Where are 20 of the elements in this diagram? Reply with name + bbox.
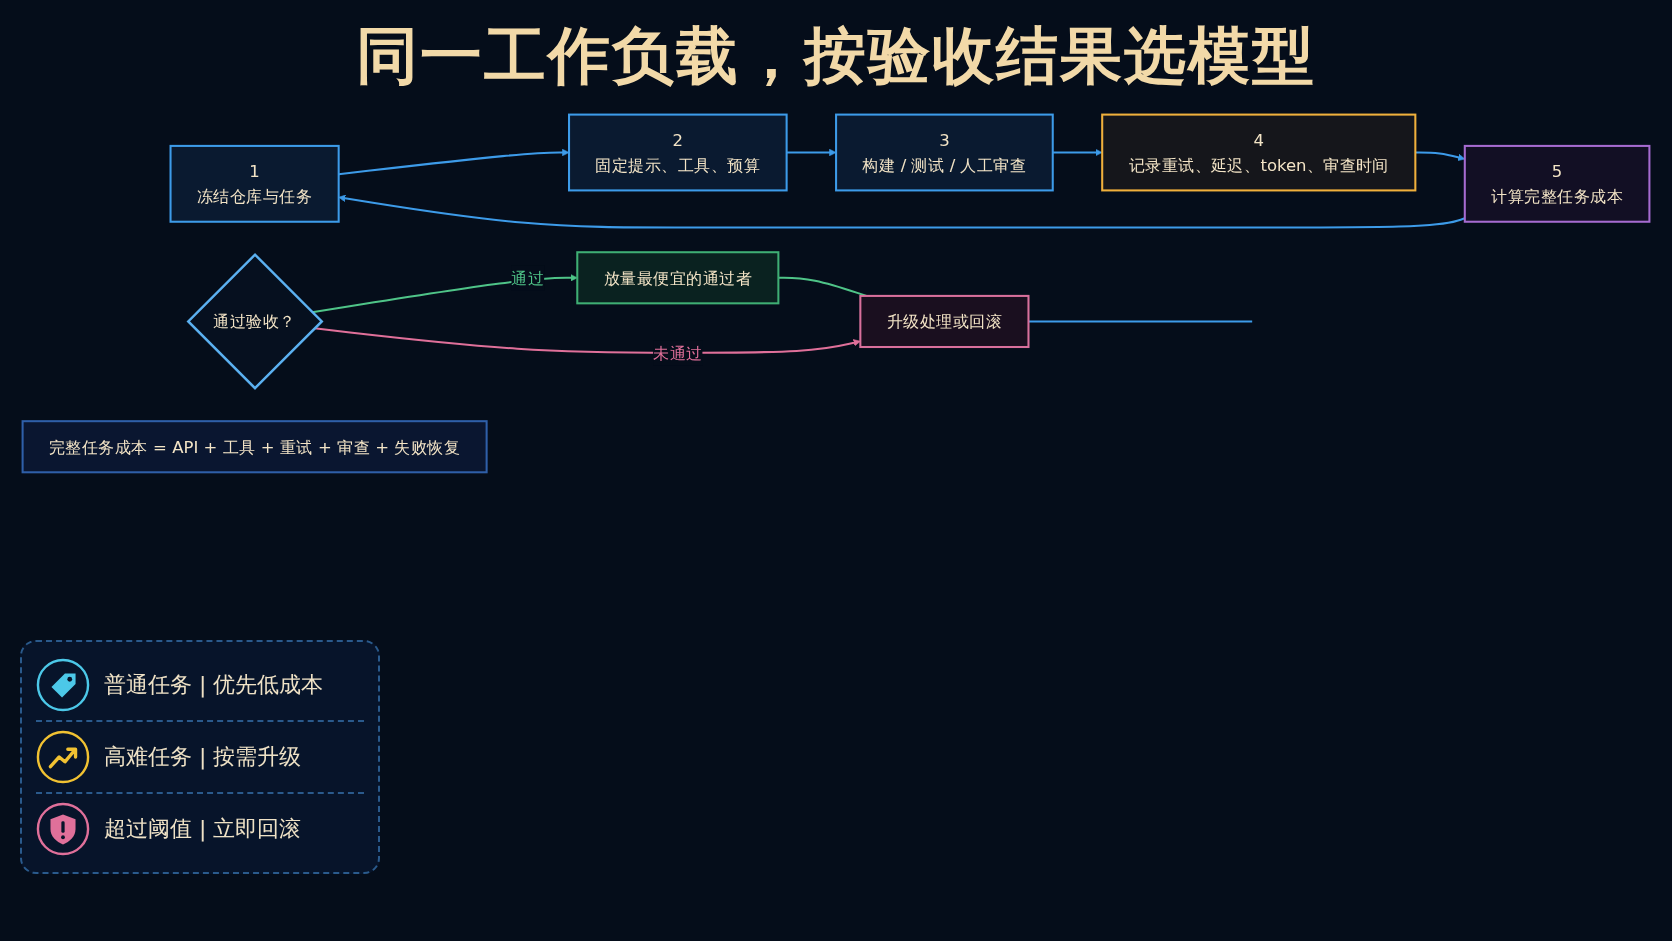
node-box: 4 记录重试、延迟、token、审查时间 [1101, 113, 1417, 192]
node-box: 1 冻结仓库与任务 [169, 144, 340, 223]
legend-text: 超过阈值 | 立即回滚 [104, 815, 302, 844]
connector [1028, 320, 1253, 323]
arrow [786, 148, 837, 157]
node-box: 升级处理或回滚 [859, 294, 1030, 349]
node-box: 2 固定提示、工具、预算 [568, 113, 788, 192]
node-box: 放量最便宜的通过者 [576, 251, 780, 305]
node-diamond: 通过验收？ [186, 252, 324, 390]
node-box: 完整任务成本 = API + 工具 + 重试 + 审查 + 失败恢复 [21, 420, 488, 474]
arrow [338, 148, 570, 176]
node-box: 3 构建 / 测试 / 人工审查 [835, 113, 1054, 192]
legend-text: 普通任务 | 优先低成本 [104, 671, 324, 700]
title: 同一工作负载，按验收结果选模型 [356, 18, 1316, 94]
arrow [1052, 148, 1103, 157]
legend-text: 高难任务 | 按需升级 [104, 743, 302, 772]
arrow [338, 194, 1466, 229]
edge-label: 未通过 [653, 342, 703, 363]
node-box: 5 计算完整任务成本 [1463, 144, 1651, 223]
edge-label: 通过 [511, 267, 545, 288]
